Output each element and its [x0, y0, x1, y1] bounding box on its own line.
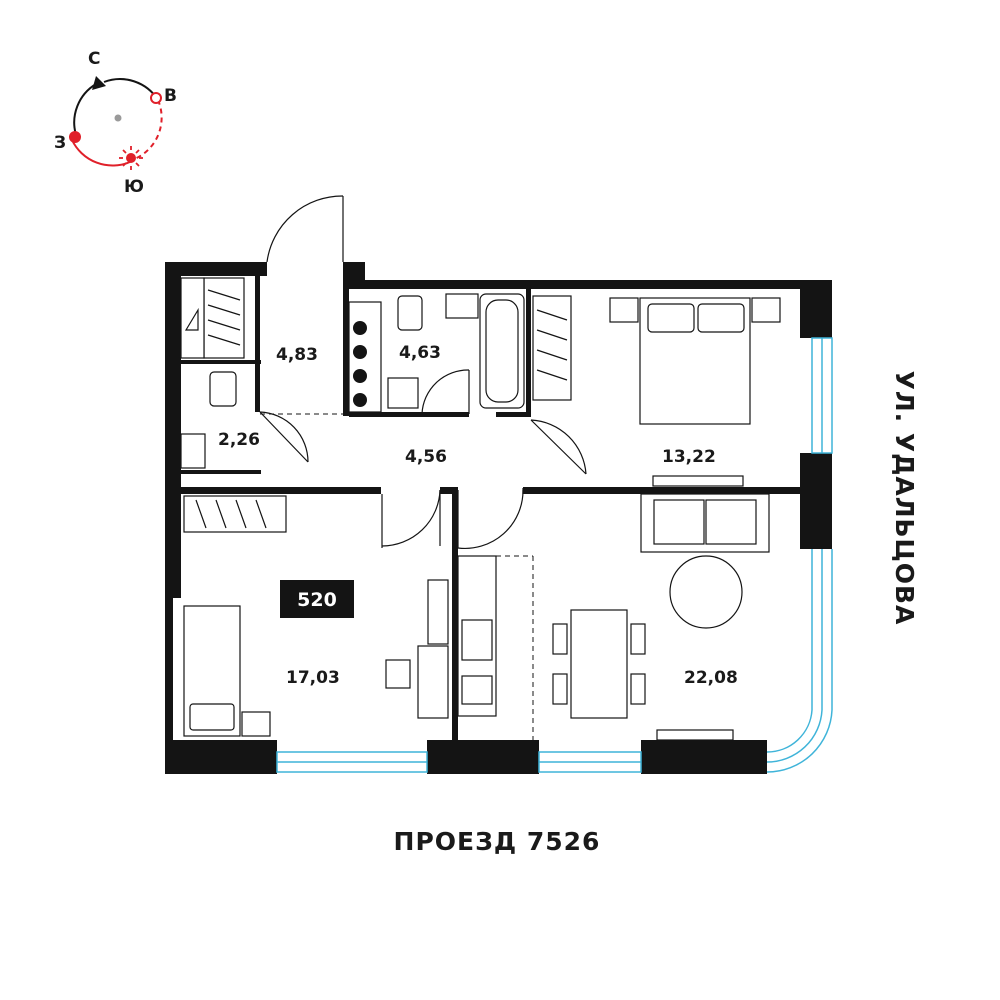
area-living-kitchen: 22,08 — [684, 668, 738, 688]
desk-chair — [385, 659, 411, 689]
nightstand-right — [751, 297, 781, 323]
street-bottom-label: ПРОЕЗД 7526 — [394, 827, 601, 856]
compass-north-label: С — [88, 49, 100, 69]
coffee-table — [669, 555, 743, 629]
toilet-wc — [209, 371, 237, 407]
sunset-icon — [69, 131, 81, 143]
chair — [552, 673, 568, 705]
compass-east-label: В — [164, 86, 177, 106]
apartment-number: 520 — [297, 589, 337, 611]
sink-wc — [180, 433, 206, 469]
tv-master — [652, 475, 744, 487]
street-right-label: УЛ. УДАЛЬЦОВА — [890, 371, 919, 626]
area-wc: 2,26 — [218, 430, 260, 450]
nightstand-left — [609, 297, 639, 323]
area-bathroom: 4,63 — [399, 343, 441, 363]
shower-drain — [387, 377, 419, 409]
compass-west-label: З — [54, 133, 66, 153]
dining-table — [570, 609, 628, 719]
interior-walls — [181, 276, 800, 740]
outer-walls — [165, 262, 832, 774]
kitchen-sink — [461, 675, 493, 705]
area-hall-entry: 4,83 — [276, 345, 318, 365]
desk — [417, 645, 449, 719]
boiler-cabinet — [180, 277, 205, 359]
area-bedroom: 17,03 — [286, 668, 340, 688]
sun-icon — [119, 146, 143, 170]
north-arrow-icon — [92, 76, 106, 90]
fixtures — [180, 277, 781, 741]
washer-column — [348, 301, 382, 413]
compass-center-dot — [114, 114, 122, 122]
tv-living — [656, 729, 734, 741]
sunrise-icon — [150, 92, 162, 104]
chair — [630, 673, 646, 705]
area-labels: 4,83 4,63 2,26 4,56 13,22 17,03 22,08 — [218, 343, 738, 688]
toilet-bath — [397, 295, 423, 331]
area-corridor: 4,56 — [405, 447, 447, 467]
area-bedroom-master: 13,22 — [662, 447, 716, 467]
chair — [630, 623, 646, 655]
compass: С В Ю З — [54, 49, 177, 197]
shelf — [427, 579, 449, 645]
wardrobe-master — [532, 295, 572, 401]
nightstand-bedroom — [241, 711, 271, 737]
apartment-badge: 520 — [280, 580, 354, 618]
doors — [259, 195, 587, 550]
windows — [276, 337, 833, 773]
wardrobe-bedroom — [183, 495, 287, 533]
sink-bath — [445, 293, 479, 319]
stove-icon — [461, 619, 493, 661]
chair — [552, 623, 568, 655]
compass-south-label: Ю — [124, 177, 144, 197]
